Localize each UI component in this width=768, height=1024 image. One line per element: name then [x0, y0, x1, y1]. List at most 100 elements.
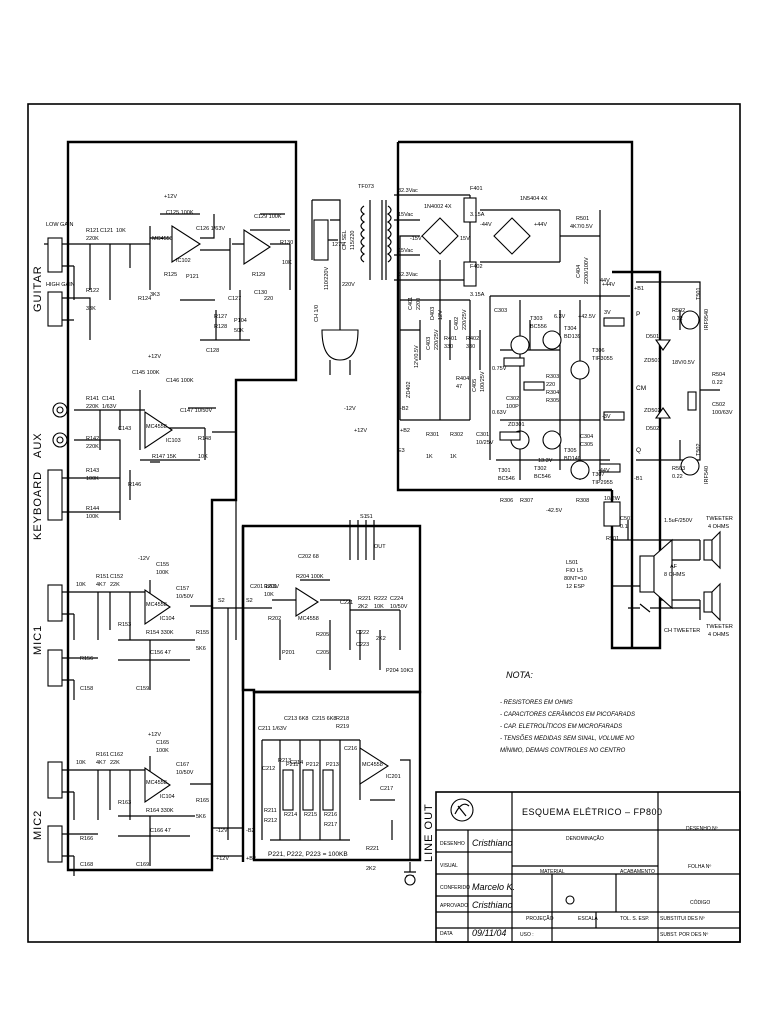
label-220k-a: 220K — [86, 236, 99, 242]
label-t307: T307 — [592, 472, 605, 478]
label-ic104-a: IC104 — [160, 616, 175, 622]
label-3-15a-a: 3.15A — [470, 212, 485, 218]
label-100k-c: 100K — [156, 570, 169, 576]
company-logo — [450, 798, 474, 822]
label-r147: R147 15K — [152, 454, 177, 460]
label-bd139: BD139 — [564, 334, 581, 340]
label-mc4558-a: MC4558 — [152, 236, 173, 242]
label-r201: R201 — [264, 584, 277, 590]
note-1: - RESISTORES EM OHMS — [500, 700, 573, 706]
label-1n5404: 1N5404 4X — [520, 196, 548, 202]
label-mc4558-f: MC4558 — [362, 762, 383, 768]
label-c152: C152 — [110, 574, 123, 580]
notes-title: NOTA: — [506, 670, 533, 680]
label-minus12v-a: -12V — [138, 556, 150, 562]
label-c217: C217 — [380, 786, 393, 792]
label-bd140: BD140 — [564, 456, 581, 462]
label-c157: C157 — [176, 586, 189, 592]
label-bc546-b: BC546 — [534, 474, 551, 480]
label-15v: 15V — [460, 236, 470, 242]
row-label-conferido: CONFERIDO — [440, 885, 470, 891]
label-100k-b: 100K — [86, 514, 99, 520]
label-bc546-a: BC546 — [498, 476, 515, 482]
label-c222: C222 — [356, 630, 369, 636]
label-c126: C126 1/63V — [196, 226, 225, 232]
label-8ohms: 8 OHMS — [664, 572, 685, 578]
label-c169: C169 — [136, 862, 149, 868]
mic2-label: MIC2 — [32, 810, 44, 840]
guitar-low-jack[interactable] — [44, 237, 74, 273]
title-block: ESQUEMA ELÉTRICO – FP800 DENOMINAÇÃO DES… — [435, 791, 741, 943]
label-cm: CM — [636, 385, 646, 392]
label-3v: 3V — [604, 310, 611, 316]
label-c156: C156 47 — [150, 650, 171, 656]
label-ch-tweeter: CH TWEETER — [664, 628, 700, 634]
label-ch-1-0: CH 1/0 — [314, 305, 320, 322]
label-r212: R212 — [264, 818, 277, 824]
label-330-a: 330 — [444, 344, 453, 350]
aux-jack[interactable] — [52, 402, 68, 448]
keyboard-jack[interactable] — [47, 469, 74, 521]
label-c502: C502 — [712, 402, 725, 408]
label-p104: P104 — [234, 318, 247, 324]
label-r127: R127 — [214, 314, 227, 320]
mic2-jack[interactable] — [47, 761, 74, 863]
label-ic102: IC102 — [176, 258, 191, 264]
label-r221-b: R221 — [366, 846, 379, 852]
label-s1: S1 — [360, 514, 367, 520]
row-value-desenho: Cristhiano — [472, 838, 513, 848]
label-330-b: 330 — [466, 344, 475, 350]
label-p201: P201 — [282, 650, 295, 656]
label-r205: R205 — [316, 632, 329, 638]
label-r121: R121 — [86, 228, 99, 234]
rail-plus12v: +12V — [216, 856, 229, 862]
title-text: ESQUEMA ELÉTRICO – FP800 — [522, 807, 663, 817]
label-47: 47 — [456, 384, 462, 390]
escala-label: ESCALA — [578, 916, 598, 922]
projection-symbol — [565, 895, 575, 905]
label-c129: C129 100K — [254, 214, 282, 220]
label-13-3v: 13.3V — [538, 458, 553, 464]
label-c166: C166 47 — [150, 828, 171, 834]
label-10k-g: 10K — [374, 604, 384, 610]
guitar-high-jack[interactable] — [47, 291, 74, 327]
label-c147: C147 10/50V — [180, 408, 212, 414]
label-r151: R151 — [96, 574, 109, 580]
label-2k2-a: 2K2 — [358, 604, 368, 610]
label-tip2955: TIP2955 — [592, 480, 613, 486]
label-r217: R217 — [324, 822, 337, 828]
label-10-50v-a: 10/50V — [176, 594, 194, 600]
label-irf9540: IRF9540 — [704, 309, 710, 330]
label-t305: T305 — [564, 448, 577, 454]
mic1-jack[interactable] — [47, 584, 74, 687]
label-d502: D502 — [646, 426, 659, 432]
label-c165: C165 — [156, 740, 169, 746]
label-c121: C121 — [100, 228, 113, 234]
guitar-preamp — [73, 213, 291, 341]
label-0-1: 0.1 — [620, 524, 628, 530]
label-4k7-05v: 4K7/0.5V — [570, 224, 593, 230]
label-t501: T501 — [696, 287, 702, 300]
label-0-22-b: 0.22 — [672, 474, 683, 480]
label-220v: 220V — [342, 282, 355, 288]
subst-por-label: SUBST. POR DES Nº — [660, 932, 708, 938]
label-minus3v: -3V — [602, 414, 611, 420]
eq-section — [261, 739, 416, 886]
label-1k-a: 1K — [426, 454, 433, 460]
label-c221: C221 — [340, 600, 353, 606]
label-c216: C216 — [344, 746, 357, 752]
label-c155: C155 — [156, 562, 169, 568]
label-c146: C146 100K — [166, 378, 194, 384]
label-c128: C128 — [206, 348, 219, 354]
label-plus42-5v: +42.5V — [578, 314, 596, 320]
tol-label: TOL. S. ESP. — [620, 916, 649, 922]
label-44v: 44V — [600, 278, 610, 284]
label-r503: R503 — [672, 466, 685, 472]
label-220k-b: 220K — [86, 404, 99, 410]
row-label-desenho: DESENHO — [440, 841, 465, 847]
label-10-50v-c: 10/50V — [390, 604, 408, 610]
label-5k6-b: 5K6 — [196, 814, 206, 820]
label-22k-b: 22K — [110, 760, 120, 766]
label-c143: C143 — [118, 426, 131, 432]
label-2200-100v: 2200/100V — [584, 257, 590, 284]
